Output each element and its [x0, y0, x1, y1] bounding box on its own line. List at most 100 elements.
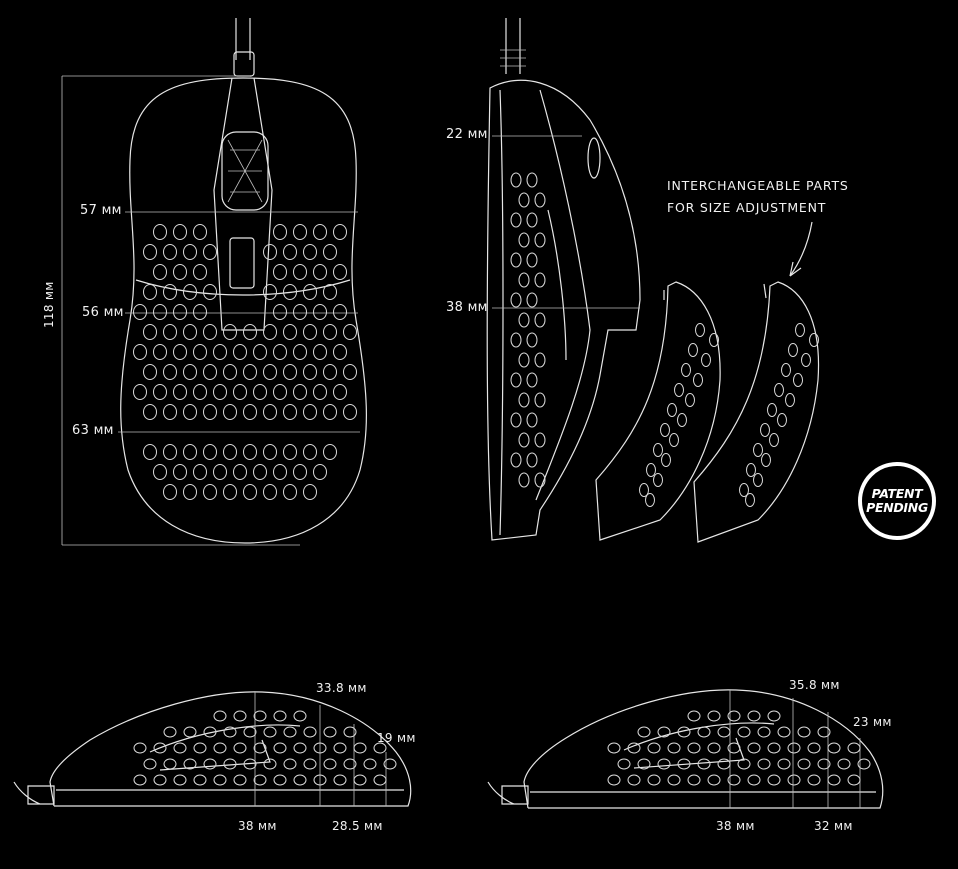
vent-hole — [273, 742, 287, 754]
vent-hole — [273, 304, 287, 320]
profile-left-holes — [133, 710, 397, 786]
pr-base-front-label: 38 мм — [716, 819, 755, 833]
side-view-holes — [510, 172, 819, 507]
vent-hole — [183, 404, 197, 420]
pr-base-rear-label: 32 мм — [814, 819, 853, 833]
vent-hole — [303, 244, 317, 260]
vent-hole — [788, 343, 798, 357]
vent-hole — [153, 304, 167, 320]
vent-hole — [293, 224, 307, 240]
vent-hole — [518, 352, 530, 368]
vent-hole — [273, 384, 287, 400]
vent-hole — [510, 452, 522, 468]
vent-hole — [183, 364, 197, 380]
vent-hole — [526, 452, 538, 468]
vent-hole — [753, 473, 763, 487]
interchangeable-note-line2: FOR SIZE ADJUSTMENT — [667, 200, 827, 215]
vent-hole — [263, 284, 277, 300]
vent-hole — [793, 373, 803, 387]
vent-hole — [153, 742, 167, 754]
vent-hole — [153, 264, 167, 280]
vent-hole — [313, 264, 327, 280]
vent-hole — [787, 742, 801, 754]
vent-hole — [303, 444, 317, 460]
vent-hole — [283, 284, 297, 300]
vent-hole — [183, 324, 197, 340]
vent-hole — [383, 758, 397, 770]
vent-hole — [774, 383, 784, 397]
vent-hole — [647, 742, 661, 754]
top-view-mouse — [61, 18, 367, 546]
vent-hole — [213, 774, 227, 786]
vent-hole — [163, 364, 177, 380]
vent-hole — [363, 758, 377, 770]
vent-hole — [667, 742, 681, 754]
vent-hole — [163, 244, 177, 260]
badge-line2: PENDING — [866, 500, 928, 515]
vent-hole — [273, 344, 287, 360]
vent-hole — [646, 463, 656, 477]
profile-right-holes — [607, 710, 871, 786]
vent-hole — [243, 324, 257, 340]
vent-hole — [283, 758, 297, 770]
vent-hole — [313, 344, 327, 360]
vent-hole — [510, 252, 522, 268]
vent-hole — [233, 742, 247, 754]
vent-hole — [223, 324, 237, 340]
vent-hole — [243, 758, 257, 770]
vent-hole — [173, 384, 187, 400]
vent-hole — [303, 364, 317, 380]
vent-hole — [183, 484, 197, 500]
vent-hole — [243, 726, 257, 738]
vent-hole — [777, 758, 791, 770]
vent-hole — [667, 403, 677, 417]
vent-hole — [817, 726, 831, 738]
vent-hole — [534, 312, 546, 328]
vent-hole — [313, 384, 327, 400]
vent-hole — [143, 758, 157, 770]
vent-hole — [273, 224, 287, 240]
vent-hole — [173, 344, 187, 360]
vent-hole — [303, 324, 317, 340]
vent-hole — [263, 444, 277, 460]
vent-hole — [534, 472, 546, 488]
vent-hole — [518, 312, 530, 328]
vent-hole — [674, 383, 684, 397]
vent-hole — [323, 324, 337, 340]
vent-hole — [767, 742, 781, 754]
vent-hole — [807, 742, 821, 754]
top-view-holes — [133, 224, 357, 500]
vent-hole — [343, 758, 357, 770]
vent-hole — [163, 726, 177, 738]
vent-hole — [183, 244, 197, 260]
vent-hole — [233, 384, 247, 400]
vent-hole — [526, 412, 538, 428]
vent-hole — [213, 384, 227, 400]
vent-hole — [777, 726, 791, 738]
vent-hole — [313, 224, 327, 240]
vent-hole — [767, 774, 781, 786]
vent-hole — [707, 710, 721, 722]
vent-hole — [283, 244, 297, 260]
vent-hole — [667, 774, 681, 786]
vent-hole — [323, 444, 337, 460]
vent-hole — [173, 264, 187, 280]
vent-hole — [303, 758, 317, 770]
vent-hole — [153, 224, 167, 240]
vent-hole — [697, 726, 711, 738]
vent-hole — [681, 363, 691, 377]
vent-hole — [143, 444, 157, 460]
vent-hole — [737, 726, 751, 738]
vent-hole — [607, 774, 621, 786]
vent-hole — [727, 742, 741, 754]
vent-hole — [787, 774, 801, 786]
vent-hole — [133, 304, 147, 320]
vent-hole — [283, 364, 297, 380]
vent-hole — [639, 483, 649, 497]
vent-hole — [283, 484, 297, 500]
vent-hole — [637, 726, 651, 738]
patent-pending-badge: PATENT PENDING — [858, 462, 936, 540]
vent-hole — [709, 333, 719, 347]
length-label: 118 мм — [42, 281, 56, 328]
